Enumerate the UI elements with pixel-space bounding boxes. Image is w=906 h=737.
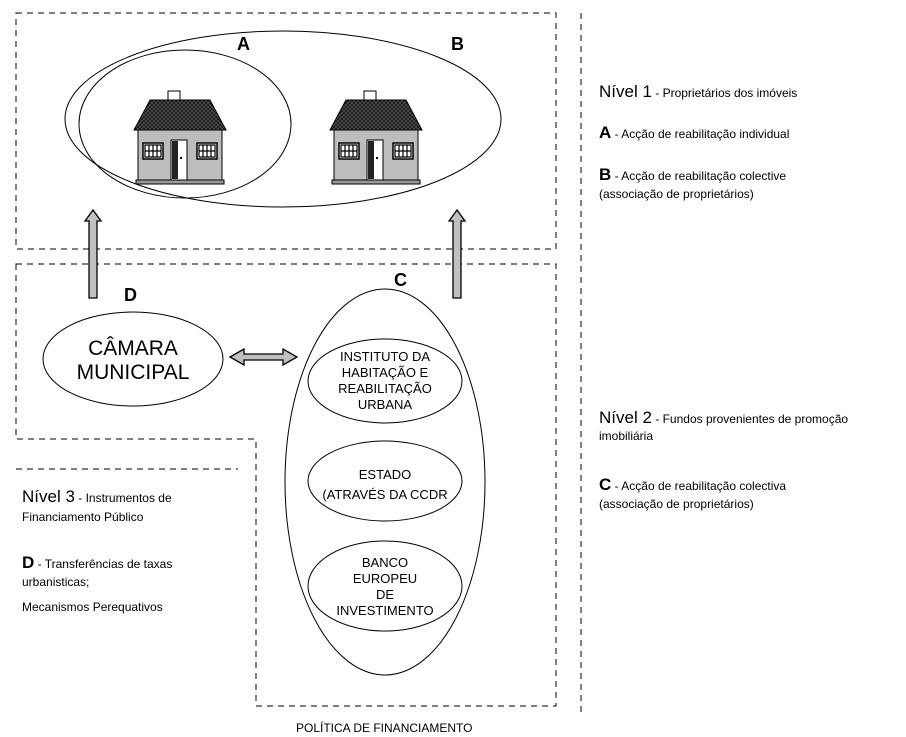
nivel2-title: Nível 2 [599,408,652,427]
nivel2-desc: - Fundos provenientes de promoção [651,412,849,426]
nivel1-title: Nível 1 [599,82,652,101]
bei-line: EUROPEU [352,571,418,586]
footer-caption: POLÍTICA DE FINANCIAMENTO [296,721,473,735]
house-icon [133,90,227,185]
legend-c: C - Acção de reabilitação colectiva [599,475,786,495]
double-arrow-icon [228,347,299,367]
bei-line: INVESTIMENTO [336,603,434,618]
legend-d: D - Transferências de taxas [22,553,172,573]
house-icon [329,90,423,185]
ihru-line: INSTITUTO DA [339,349,431,364]
bei-line: DE [375,587,395,602]
legend-b: B - Acção de reabilitação colective [599,165,786,185]
legend-c-text: - Acção de reabilitação colectiva [611,479,787,493]
bei-line: BANCO [361,555,409,570]
label-d: D [124,285,137,305]
estado-line: (ATRAVÉS DA CCDR [322,487,448,502]
camara-line2: MUNICIPAL [76,361,190,384]
legend-d-key: D [22,553,35,572]
legend-d-text3: Mecanismos Perequativos [22,600,163,614]
nivel2-desc2: imobiliária [599,429,654,443]
legend-d-text: - Transferências de taxas [34,557,173,571]
camara-line1: CÂMARA [88,337,178,360]
nivel3-heading: Nível 3 - Instrumentos de [22,487,172,507]
up-arrow-icon [83,208,103,299]
ihru-line: REABILITAÇÃO [338,381,432,396]
camara-municipal: CÂMARA MUNICIPAL [43,337,223,385]
group-ellipse-b [64,30,502,208]
nivel1-heading: Nível 1 - Proprietários dos imóveis [599,82,797,102]
legend-c-text2: (associação de proprietários) [599,497,754,511]
nivel2-frame [15,263,557,707]
ihru-ellipse [307,338,463,424]
ihru-line: URBANA [357,397,413,412]
nivel1-frame [15,12,557,250]
estado-line: ESTADO [358,467,412,482]
label-a: A [237,34,250,54]
nivel3-desc: - Instrumentos de [74,491,172,505]
legend-b-text2: (associação de proprietários) [599,187,754,201]
ihru-text: INSTITUTO DA HABITAÇÃO E REABILITAÇÃO UR… [308,349,462,413]
legend-b-text: - Acção de reabilitação colective [611,169,787,183]
legend-c-key: C [599,475,612,494]
up-arrow-icon [447,208,467,299]
legend-a: A - Acção de reabilitação individual [599,123,789,143]
nivel3-title: Nível 3 [22,487,75,506]
legend-b-key: B [599,165,612,184]
ihru-line: HABITAÇÃO E [341,365,429,380]
bei-ellipse [307,540,463,632]
bei-text: BANCO EUROPEU DE INVESTIMENTO [308,555,462,619]
legend-d-text2: urbanisticas; [22,575,90,589]
camara-ellipse [42,311,224,407]
group-ellipse-a [78,49,292,199]
label-b: B [451,34,464,54]
legend-a-text: - Acção de reabilitação individual [611,127,790,141]
estado-ellipse [307,440,463,522]
nivel2-heading: Nível 2 - Fundos provenientes de promoçã… [599,408,848,428]
label-c: C [394,270,407,290]
nivel3-desc2: Financiamento Público [22,510,144,524]
nivel1-desc: - Proprietários dos imóveis [651,86,798,100]
group-ellipse-c [284,288,486,676]
legend-a-key: A [599,123,612,142]
estado-text: ESTADO (ATRAVÉS DA CCDR [308,465,462,505]
